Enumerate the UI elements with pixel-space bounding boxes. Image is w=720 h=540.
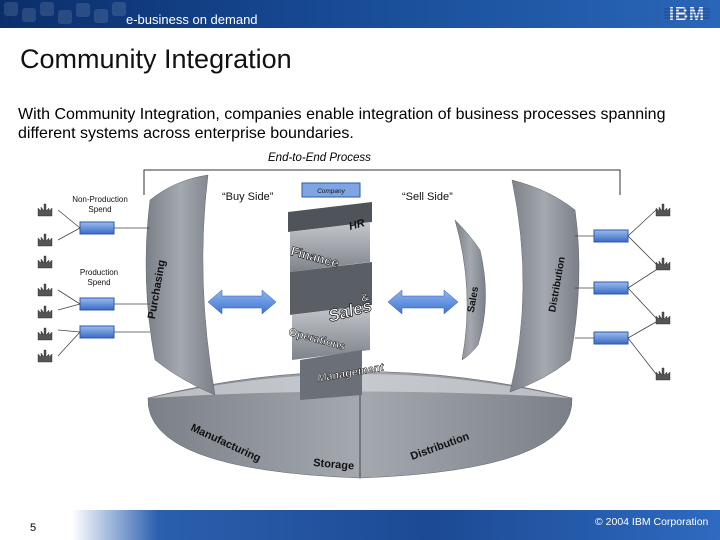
process-stack: [288, 202, 372, 478]
factory-icon: [37, 233, 53, 247]
factory-icon: [655, 311, 671, 325]
factory-icon: [655, 367, 671, 381]
stack-hr-label: HR: [348, 217, 367, 233]
factory-icon: [655, 257, 671, 271]
non-production-label-1: Non-Production: [72, 195, 128, 204]
factory-icon: [37, 255, 53, 269]
copyright: © 2004 IBM Corporation: [595, 516, 709, 528]
footer-bar: [0, 510, 720, 540]
purchasing-arc: [145, 174, 216, 396]
factory-icon: [37, 327, 53, 341]
right-server-boxes: [593, 229, 629, 345]
left-double-arrow: [207, 289, 277, 315]
company-box: [301, 182, 361, 198]
stack-layer-operations: [292, 305, 370, 360]
page-title: Community Integration: [20, 44, 292, 74]
factory-icon: [37, 283, 53, 297]
stack-layer-finance: [290, 222, 370, 272]
distribution-arc: [509, 179, 580, 393]
intro-text: With Community Integration, companies en…: [18, 106, 666, 142]
page-number: 5: [30, 522, 37, 534]
header-bar: [0, 0, 720, 28]
factory-icon: [655, 203, 671, 217]
non-production-label-2: Spend: [88, 205, 111, 214]
factory-icon: [37, 349, 53, 363]
storage-label: Storage: [313, 457, 355, 473]
company-label: Company: [317, 188, 346, 195]
left-connectors: [57, 209, 150, 357]
right-double-arrow: [387, 289, 459, 315]
factory-icon: [37, 305, 53, 319]
header-tagline: e-business on demand: [126, 12, 258, 27]
sell-side-label: “Sell Side”: [402, 191, 453, 203]
sales-arc: [454, 219, 486, 361]
factory-icon: [37, 203, 53, 217]
process-bracket: [143, 169, 621, 195]
production-label-2: Spend: [87, 278, 110, 287]
buy-side-label: “Buy Side”: [222, 191, 274, 203]
stack-layer-management: [300, 350, 362, 400]
left-server-boxes: [79, 221, 115, 339]
production-label-1: Production: [80, 268, 118, 277]
process-label: End-to-End Process: [268, 152, 371, 164]
ibm-logo: IBM: [664, 4, 710, 24]
stack-layer-sales: [290, 262, 372, 315]
sales-right-label: Sales: [466, 285, 481, 313]
right-connectors: [575, 209, 657, 375]
stack-marketing-label: &: [360, 291, 371, 305]
